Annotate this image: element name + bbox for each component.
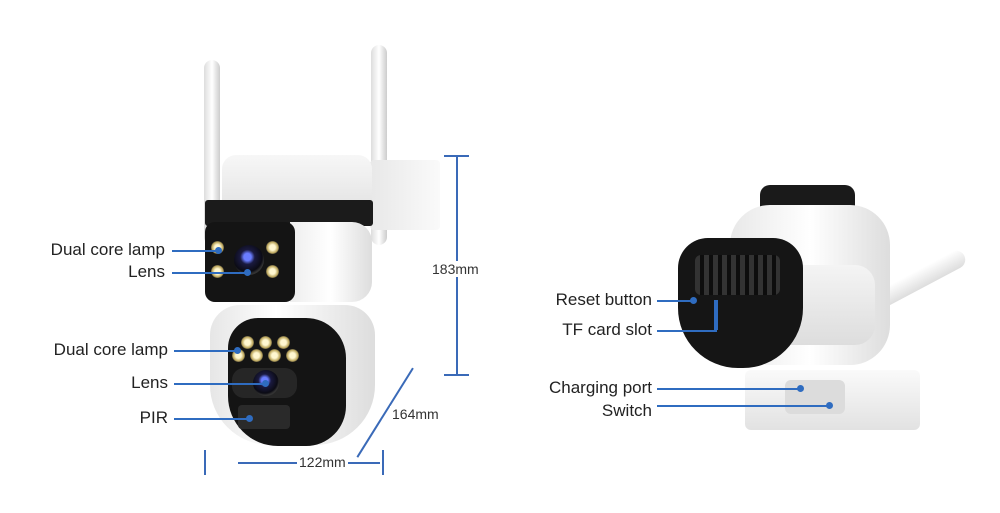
- label-dual-core-lamp-bottom: Dual core lamp: [53, 340, 168, 359]
- lamp-icon: [268, 349, 281, 362]
- callout-line: [657, 388, 800, 390]
- label-pir: PIR: [139, 408, 168, 427]
- callout-line: [657, 300, 692, 302]
- callout-line: [174, 383, 264, 385]
- callout-dot: [215, 247, 222, 254]
- black-band: [205, 200, 373, 226]
- label-charging-port: Charging port: [548, 378, 652, 397]
- dimension-tick: [204, 450, 206, 475]
- callout-line: [174, 350, 236, 352]
- width-dimension-label: 122mm: [297, 454, 348, 470]
- top-housing: [222, 155, 372, 205]
- dimension-tick: [382, 450, 384, 475]
- callout-dot: [797, 385, 804, 392]
- lamp-icon: [266, 265, 279, 278]
- lamp-icon: [259, 336, 272, 349]
- lamp-icon: [241, 336, 254, 349]
- lamp-icon: [211, 265, 224, 278]
- label-reset-button: Reset button: [555, 290, 652, 309]
- callout-line: [174, 418, 248, 420]
- label-switch: Switch: [601, 401, 652, 420]
- label-lens-top: Lens: [128, 262, 165, 281]
- callout-dot: [826, 402, 833, 409]
- label-dual-core-lamp-top: Dual core lamp: [50, 240, 165, 259]
- vent-grille: [695, 255, 780, 295]
- callout-dot: [244, 269, 251, 276]
- depth-dimension-label: 164mm: [390, 406, 441, 422]
- callout-dot: [234, 347, 241, 354]
- wall-bracket: [370, 160, 440, 230]
- label-lens-bottom: Lens: [131, 373, 168, 392]
- lamp-icon: [277, 336, 290, 349]
- callout-line: [172, 272, 246, 274]
- label-tf-card-slot: TF card slot: [562, 320, 652, 339]
- callout-dot: [714, 300, 718, 330]
- dimension-tick: [444, 374, 469, 376]
- callout-dot: [690, 297, 697, 304]
- upper-head-white: [290, 222, 372, 302]
- lamp-icon: [250, 349, 263, 362]
- antenna-left: [204, 60, 220, 245]
- height-dimension-label: 183mm: [430, 261, 481, 277]
- lamp-icon: [286, 349, 299, 362]
- callout-dot: [246, 415, 253, 422]
- lamp-icon: [266, 241, 279, 254]
- callout-dot: [262, 380, 269, 387]
- port-panel: [785, 380, 845, 414]
- dimension-tick: [444, 155, 469, 157]
- callout-line: [657, 405, 829, 407]
- callout-line: [172, 250, 218, 252]
- callout-line: [657, 330, 717, 332]
